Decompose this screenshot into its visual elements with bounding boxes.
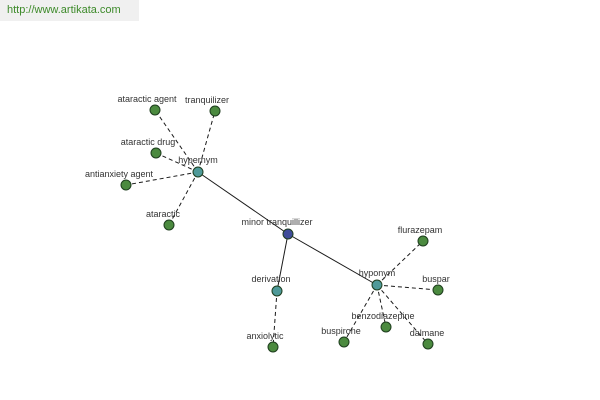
node-tranquilizer[interactable] — [209, 105, 221, 117]
label-flurazepam[interactable]: flurazepam — [398, 225, 443, 235]
edge-hypernym-to-ataractic-agent — [154, 109, 199, 173]
label-antianxiety-agent[interactable]: antianxiety agent — [85, 169, 154, 179]
node-dalmane[interactable] — [422, 338, 434, 350]
node-derivation[interactable] — [271, 285, 283, 297]
node-buspirone[interactable] — [338, 336, 350, 348]
edge-hyponym-to-flurazepam — [376, 240, 424, 286]
node-ataractic-drug[interactable] — [150, 147, 162, 159]
edge-hypernym-to-ataractic-drug — [155, 152, 199, 173]
edge-minor-tranquillizer-to-hyponym — [287, 233, 378, 286]
label-ataractic[interactable]: ataractic — [146, 209, 181, 219]
labels-layer: minor tranquillizer hypernym derivation hyp… — [85, 94, 450, 341]
edge-minor-tranquillizer-to-hypernym — [197, 171, 289, 235]
site-url-banner[interactable]: http://www.artikata.com — [0, 0, 139, 21]
edge-hypernym-to-antianxiety-agent — [125, 171, 199, 186]
edge-hyponym-to-buspirone — [343, 284, 378, 343]
label-buspirone[interactable]: buspirone — [321, 326, 361, 336]
edge-minor-tranquillizer-to-derivation — [276, 233, 289, 292]
label-ataractic-drug[interactable]: ataractic drug — [121, 137, 176, 147]
edges-layer — [125, 109, 439, 348]
node-antianxiety-agent[interactable] — [120, 179, 132, 191]
nodes-layer — [120, 104, 444, 353]
label-ataractic-agent[interactable]: ataractic agent — [117, 94, 177, 104]
edge-hyponym-to-benzodiazepine — [376, 284, 387, 328]
label-benzodiazepine[interactable]: benzodiazepine — [351, 311, 414, 321]
node-anxiolytic[interactable] — [267, 341, 279, 353]
label-anxiolytic[interactable]: anxiolytic — [246, 331, 284, 341]
node-hypernym[interactable] — [192, 166, 204, 178]
node-minor-tranquillizer[interactable] — [282, 228, 294, 240]
node-ataractic-agent[interactable] — [149, 104, 161, 116]
node-buspar[interactable] — [432, 284, 444, 296]
label-buspar[interactable]: buspar — [422, 274, 450, 284]
node-flurazepam[interactable] — [417, 235, 429, 247]
edge-hyponym-to-buspar — [376, 284, 439, 291]
edge-hypernym-to-tranquilizer — [197, 110, 216, 173]
label-tranquilizer[interactable]: tranquilizer — [185, 95, 229, 105]
node-benzodiazepine[interactable] — [380, 321, 392, 333]
edge-hyponym-to-dalmane — [376, 284, 429, 345]
edge-hypernym-to-ataractic — [168, 171, 199, 226]
node-hyponym[interactable] — [371, 279, 383, 291]
edge-derivation-to-anxiolytic — [272, 290, 278, 348]
node-ataractic[interactable] — [163, 219, 175, 231]
label-minor-tranquillizer[interactable]: minor tranquillizer — [241, 217, 312, 227]
label-hypernym[interactable]: hypernym — [178, 155, 218, 165]
label-hyponym[interactable]: hyponym — [359, 268, 396, 278]
label-dalmane[interactable]: dalmane — [410, 328, 445, 338]
label-derivation[interactable]: derivation — [251, 274, 290, 284]
